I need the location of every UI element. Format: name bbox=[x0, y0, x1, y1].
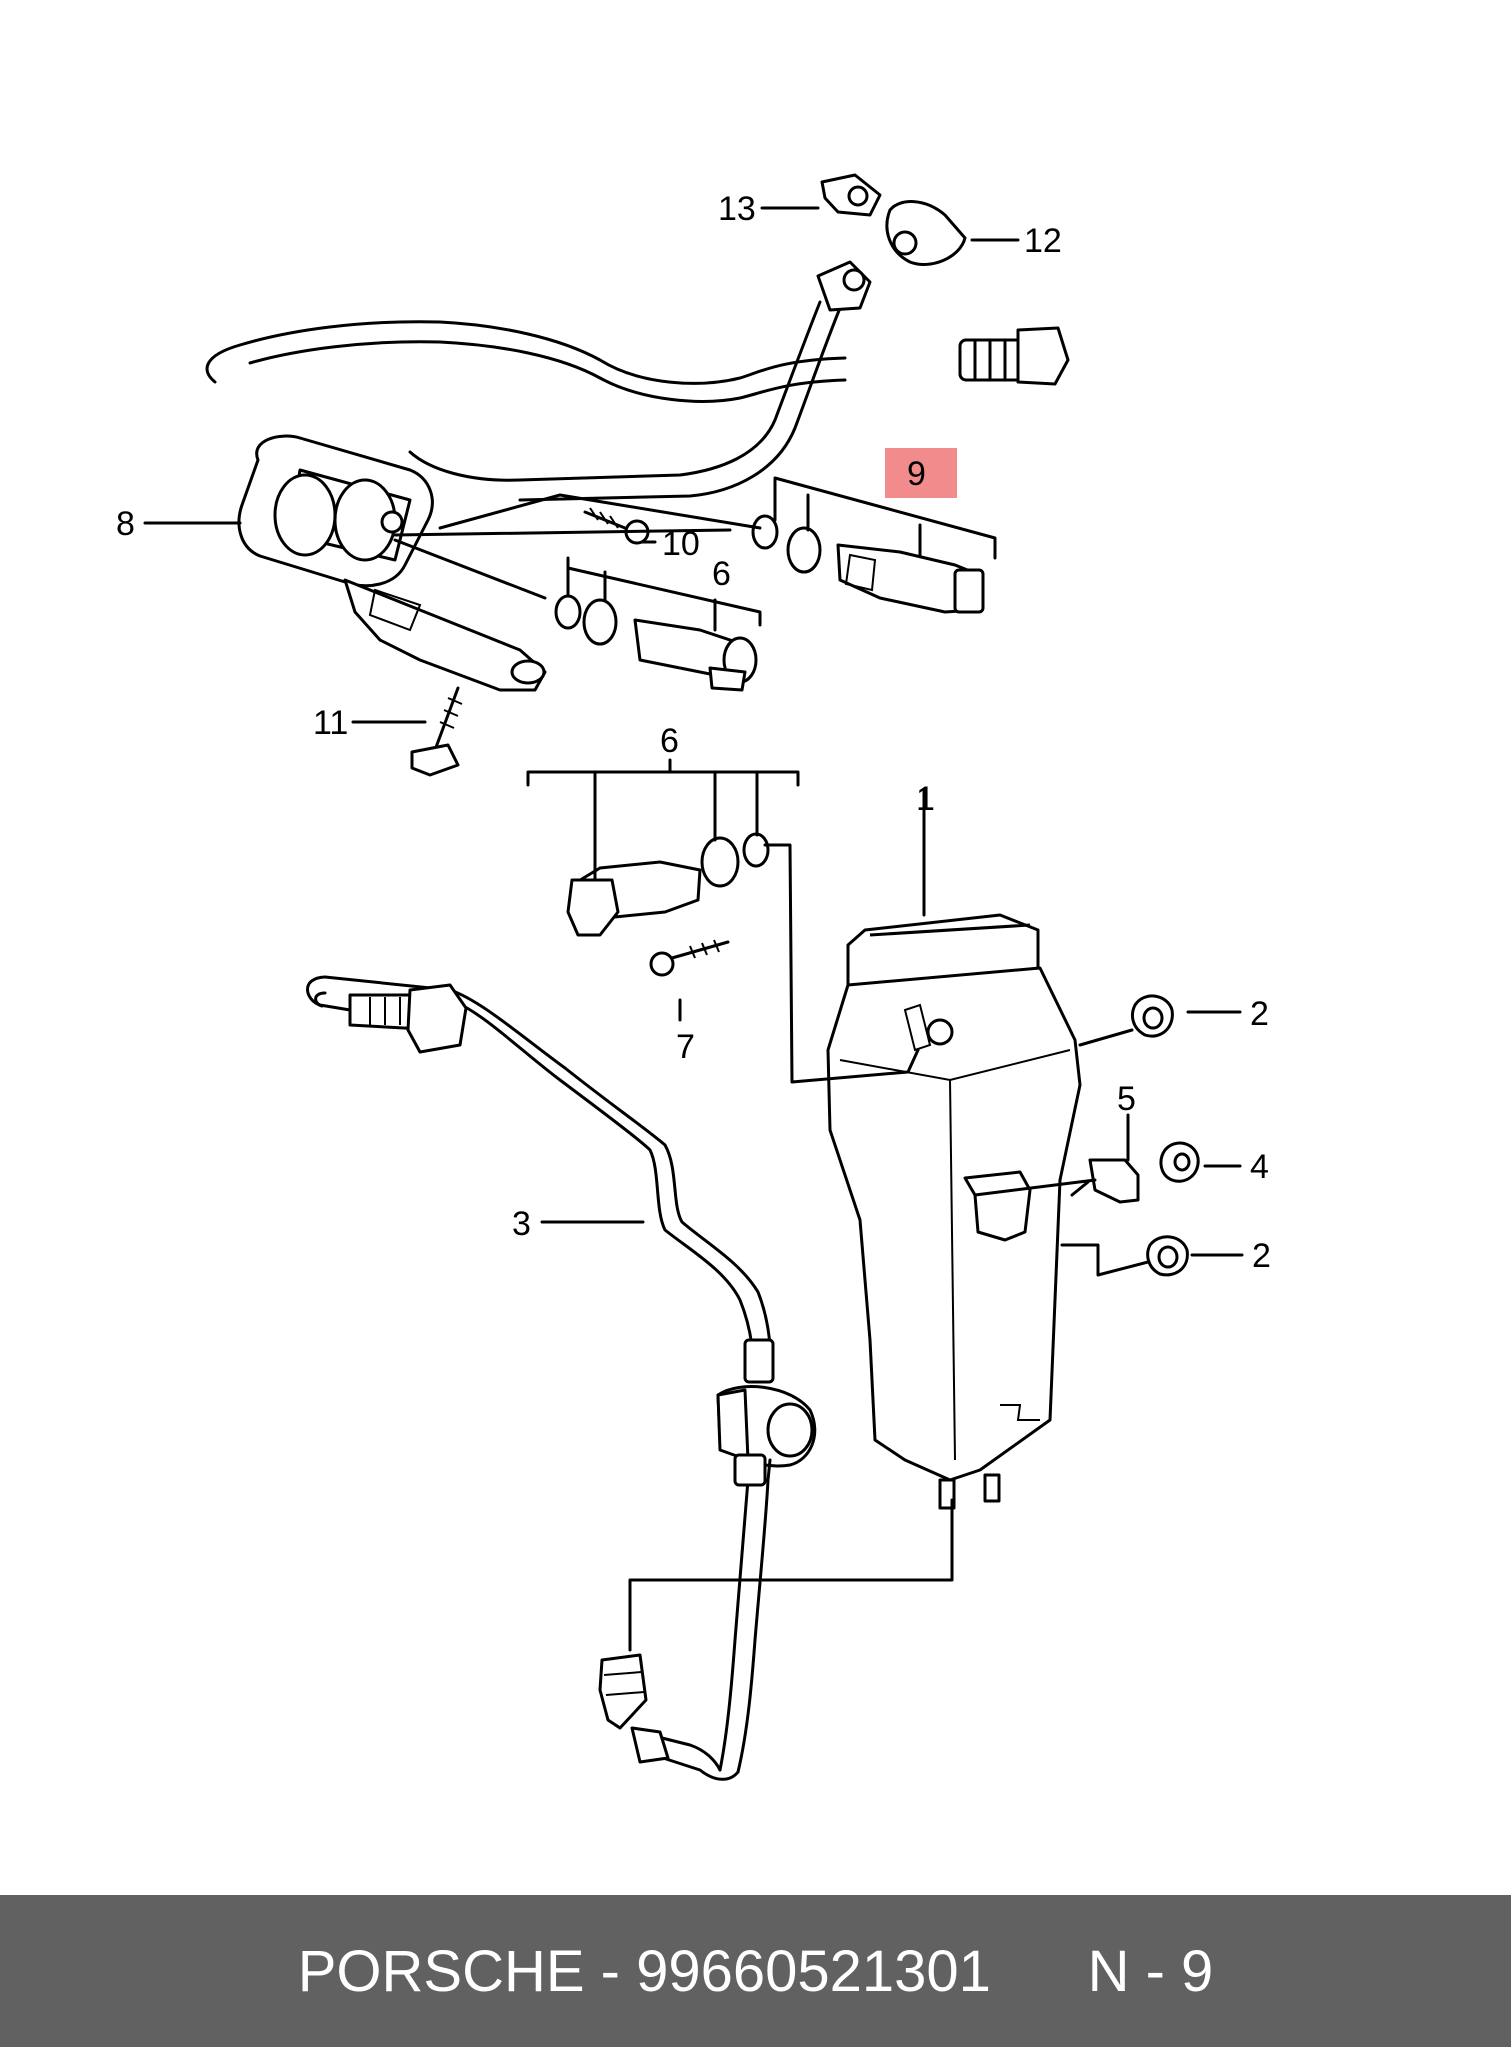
callout-2-upper: 2 bbox=[1250, 995, 1269, 1033]
callout-12: 12 bbox=[1024, 222, 1062, 260]
footer-part-number: 99660521301 bbox=[636, 1938, 991, 2004]
callout-9: 9 bbox=[907, 455, 926, 493]
callout-7: 7 bbox=[676, 1028, 695, 1066]
footer-separator: - bbox=[584, 1938, 637, 2004]
callout-13: 13 bbox=[718, 190, 756, 228]
callout-3: 3 bbox=[512, 1205, 531, 1243]
canister-8 bbox=[237, 434, 547, 692]
footer-gap bbox=[991, 1939, 1088, 2004]
vent-pipe-assembly bbox=[205, 260, 1070, 502]
bolt-11 bbox=[410, 686, 463, 777]
clip-13 bbox=[820, 173, 882, 217]
valve-9 bbox=[751, 514, 985, 614]
cap-12 bbox=[885, 200, 967, 266]
callout-4: 4 bbox=[1250, 1148, 1269, 1186]
highlight-box-9 bbox=[885, 448, 957, 498]
grommet-2-lower bbox=[1146, 1235, 1189, 1277]
tube-3 bbox=[306, 975, 817, 1781]
footer-position: N - 9 bbox=[1087, 1938, 1214, 2004]
callout-10: 10 bbox=[662, 525, 700, 563]
valve-6-lower bbox=[566, 832, 770, 937]
bracket-lines bbox=[526, 476, 997, 882]
callout-2-lower: 2 bbox=[1252, 1237, 1271, 1275]
guide-lines bbox=[393, 493, 1150, 1652]
screw-7 bbox=[649, 939, 730, 977]
leader-lines bbox=[143, 206, 1244, 1257]
tank-1 bbox=[826, 913, 1082, 1510]
footer-caption: PORSCHE - 99660521301 N - 9 bbox=[298, 1938, 1214, 2005]
callout-5: 5 bbox=[1117, 1080, 1136, 1118]
callout-labels: 13 12 9 8 10 6 11 6 1 2 5 4 2 3 7 bbox=[116, 190, 1271, 1275]
callout-11: 11 bbox=[313, 704, 348, 742]
callout-6-lower: 6 bbox=[660, 722, 679, 760]
clip-4 bbox=[1159, 1141, 1200, 1183]
callout-8: 8 bbox=[116, 505, 135, 543]
screw-10 bbox=[583, 507, 650, 545]
valve-6-upper bbox=[554, 594, 758, 692]
footer-brand: PORSCHE bbox=[297, 1938, 585, 2004]
parts-diagram: 13 12 9 8 10 6 11 6 1 2 5 4 2 3 7 bbox=[116, 173, 1271, 1781]
callout-6-upper: 6 bbox=[712, 555, 731, 593]
callout-1: 1 bbox=[916, 780, 935, 818]
grommet-2-upper bbox=[1131, 994, 1174, 1038]
footer-bar: PORSCHE - 99660521301 N - 9 bbox=[0, 1895, 1511, 2047]
